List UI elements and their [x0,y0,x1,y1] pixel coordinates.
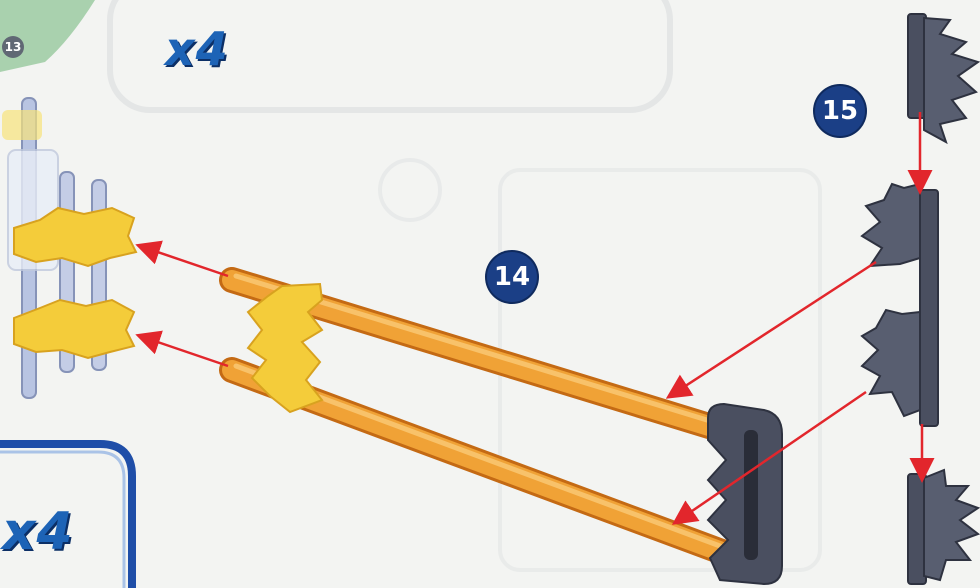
dark-connector-bottom [908,470,978,584]
step-number-15: 15 [815,86,865,136]
dark-connector-middle [862,184,938,426]
dark-connector-top [908,14,978,142]
arrow-upper-rod [140,246,228,276]
multiplier-top: x4 [165,22,229,76]
step-number-14: 14 [487,252,537,302]
step-number-13: 13 [2,36,24,58]
arrow-lower-rod [140,336,228,366]
multiplier-bottom: x4 [2,502,74,562]
arrow-connector-to-upper-rod [670,262,876,396]
